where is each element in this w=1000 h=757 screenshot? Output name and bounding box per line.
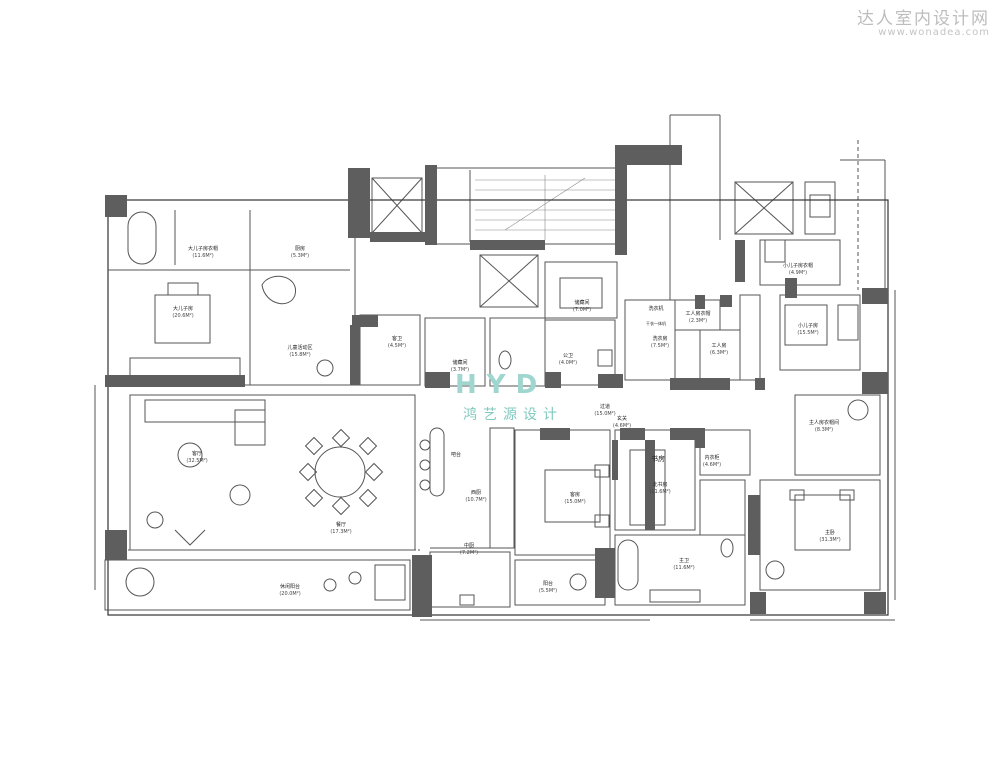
room-label: 公卫(4.0M²) [558, 353, 578, 366]
living-zone [129, 394, 416, 551]
room-label: 吧台 [450, 452, 462, 458]
room-label: 过道(15.0M²) [594, 404, 616, 417]
room-label: 玄关(4.6M²) [612, 416, 632, 429]
room-label: 西厨(10.7M²) [465, 490, 487, 503]
room-label: 厨房(5.3M²) [290, 246, 310, 259]
site-url-watermark: www.wonadea.com [878, 27, 990, 38]
room-label: 主卧(31.3M²) [819, 530, 841, 543]
room-label: 儿童活动区(15.8M²) [287, 345, 313, 358]
exterior-wall [107, 199, 889, 616]
logo-mark: HYD [455, 370, 548, 400]
room-label: 客卫(4.5M²) [387, 336, 407, 349]
site-watermark: 达人室内设计网 [857, 9, 990, 29]
room-label: 工人房衣帽(2.3M²) [685, 311, 711, 324]
room-label: 休闲阳台(20.0M²) [279, 584, 301, 597]
room-label: 阳台(5.5M²) [538, 581, 558, 594]
room-label: 客房(15.0M²) [564, 492, 586, 505]
room-label: 干衣一体机 [646, 321, 666, 326]
room-label: 储藏间(7.0M²) [572, 300, 592, 313]
bed-master [794, 494, 851, 551]
room-label: 主卫(11.6M²) [673, 558, 695, 571]
column [105, 195, 127, 217]
elevator-2 [479, 254, 539, 308]
room-label: 客厅(32.5M²) [186, 451, 208, 464]
room-label: 小儿子房(15.5M²) [797, 323, 819, 336]
dining-table [314, 446, 366, 498]
room-label: 储藏间(3.7M²) [450, 360, 470, 373]
room-label: 内衣柜(4.6M²) [702, 455, 722, 468]
sofa [144, 399, 266, 423]
stair-core [429, 167, 621, 245]
elevator-3 [734, 181, 794, 235]
view-balcony [104, 559, 411, 611]
room-label: 洗衣机 [648, 306, 664, 312]
bed-guest [544, 469, 601, 523]
logo-name: 鸿艺源设计 [463, 407, 563, 423]
room-label: 洗衣房(7.5M²) [650, 336, 670, 349]
room-label: 大儿子房(20.6M²) [172, 306, 194, 319]
room-label: 工人房(6.3M²) [709, 343, 729, 356]
room-label: 中厨(7.2M²) [459, 543, 479, 556]
room-label: 餐厅(17.3M²) [330, 522, 352, 535]
room-label: 大儿子房衣帽(11.6M²) [187, 246, 219, 259]
room-label: 北书房(11.6M²) [649, 482, 671, 495]
zone-label: 书房 [651, 455, 665, 463]
room-label: 小儿子房衣帽(4.9M²) [782, 263, 814, 276]
room-label: 主人房衣帽间(8.3M²) [808, 420, 840, 433]
